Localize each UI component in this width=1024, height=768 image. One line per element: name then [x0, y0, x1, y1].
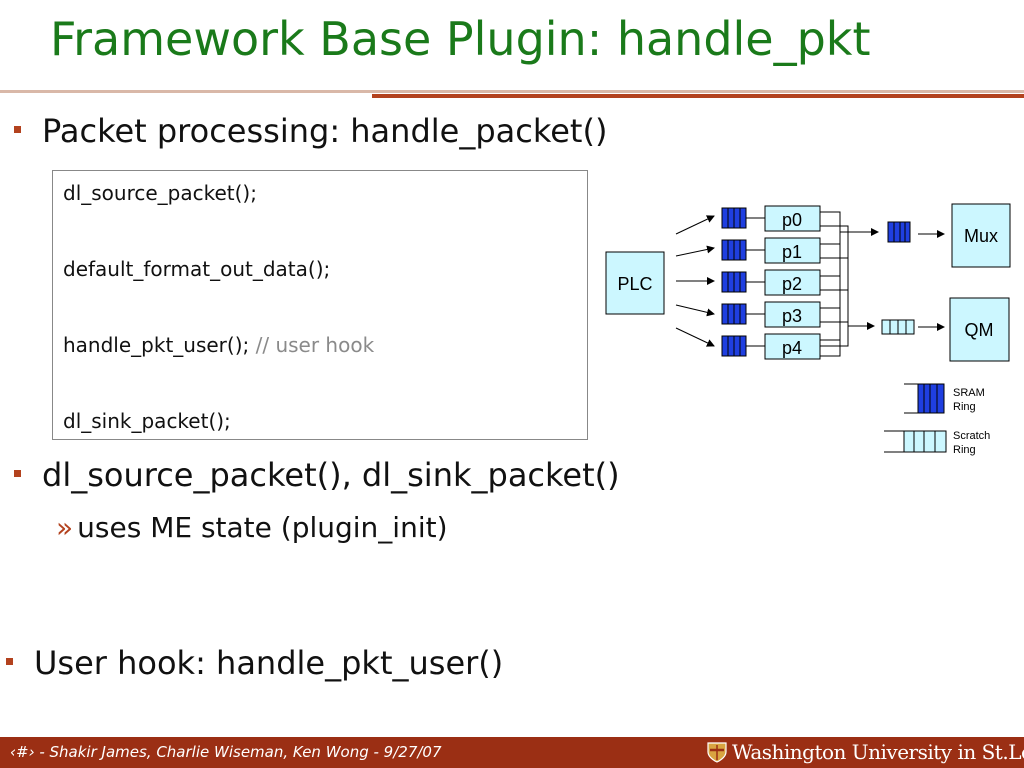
- port-p3: p3: [764, 301, 821, 328]
- port-label: p3: [782, 306, 802, 326]
- plc-arrow: [675, 304, 715, 317]
- sram-ring-p1: [721, 239, 747, 261]
- sram-ring-p2: [721, 271, 747, 293]
- code-line: handle_pkt_user(); // user hook: [63, 333, 374, 357]
- slide-title: Framework Base Plugin: handle_pkt: [50, 12, 871, 66]
- code-line: dl_sink_packet();: [63, 409, 231, 433]
- plc-arrow: [675, 215, 715, 235]
- port-bracket-lines: [820, 211, 879, 357]
- port-p1: p1: [764, 237, 821, 264]
- bullet-text: User hook: handle_pkt_user(): [34, 644, 504, 682]
- bullet-text: dl_source_packet(), dl_sink_packet(): [42, 456, 620, 494]
- qm-label: QM: [965, 320, 994, 340]
- scratch-ring-qm: [881, 319, 915, 335]
- bullet-packet-processing: Packet processing: handle_packet(): [14, 112, 608, 150]
- bullet-text: Packet processing: handle_packet(): [42, 112, 608, 150]
- port-p0: p0: [764, 205, 821, 232]
- legend-sram-line1: SRAM: [953, 387, 985, 399]
- sub-bullet-marker: »: [56, 511, 74, 544]
- legend-sram-line2: Ring: [953, 401, 976, 413]
- mux-box: Mux: [951, 203, 1011, 268]
- university-name: Washington University in St.Louis: [732, 740, 1024, 764]
- bullet-marker: [14, 470, 21, 477]
- footer-text: ‹#› - Shakir James, Charlie Wiseman, Ken…: [10, 743, 442, 761]
- university-shield-icon: [707, 742, 727, 763]
- sram-ring-mux: [887, 221, 911, 243]
- port-p2: p2: [764, 269, 821, 296]
- code-comment: // user hook: [255, 333, 375, 357]
- sub-bullet-me-state: »uses ME state (plugin_init): [56, 511, 448, 544]
- code-line: dl_source_packet();: [63, 181, 257, 205]
- port-label: p4: [782, 338, 802, 358]
- bullet-user-hook: User hook: handle_pkt_user(): [6, 644, 504, 682]
- port-label: p2: [782, 274, 802, 294]
- code-line: default_format_out_data();: [63, 257, 331, 281]
- legend-scratch-ring: Scratch Ring: [884, 430, 990, 456]
- sram-ring-p3: [721, 303, 747, 325]
- port-p4: p4: [764, 333, 821, 360]
- legend-sram-ring: SRAM Ring: [904, 383, 985, 414]
- plc-label: PLC: [617, 274, 652, 294]
- sram-ring-p0: [721, 207, 747, 229]
- mux-label: Mux: [964, 226, 998, 246]
- plc-arrow: [675, 245, 715, 257]
- code-text: handle_pkt_user();: [63, 333, 256, 357]
- legend-scratch-line2: Ring: [953, 444, 976, 456]
- plc-arrow: [675, 327, 715, 347]
- qm-box: QM: [949, 297, 1010, 362]
- footer-bar: ‹#› - Shakir James, Charlie Wiseman, Ken…: [0, 737, 1024, 768]
- port-label: p1: [782, 242, 802, 262]
- sram-ring-p4: [721, 335, 747, 357]
- bullet-source-sink: dl_source_packet(), dl_sink_packet(): [14, 456, 620, 494]
- code-box: dl_source_packet(); default_format_out_d…: [52, 170, 588, 440]
- bullet-marker: [6, 658, 13, 665]
- sub-bullet-text: uses ME state (plugin_init): [77, 511, 448, 544]
- bullet-marker: [14, 126, 21, 133]
- port-label: p0: [782, 210, 802, 230]
- title-divider: [0, 90, 1024, 93]
- plc-box: PLC: [605, 251, 665, 315]
- title-accent-bar: [372, 94, 1024, 98]
- legend-scratch-line1: Scratch: [953, 430, 990, 442]
